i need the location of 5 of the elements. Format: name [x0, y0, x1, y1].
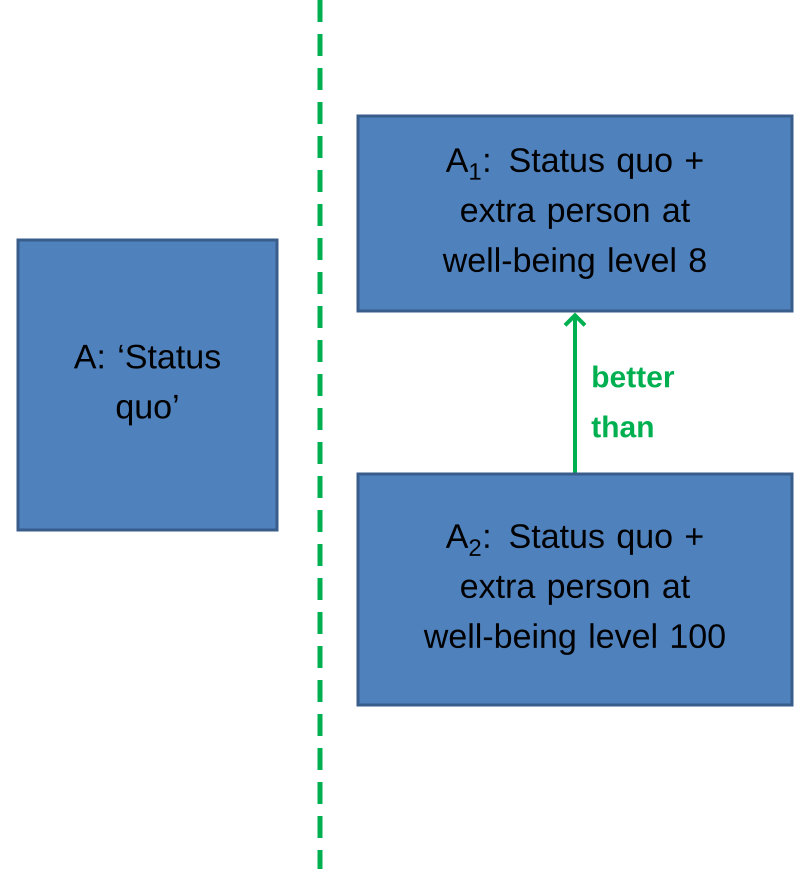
process-box: A: ‘Status quo’	[16, 238, 278, 532]
arrow	[564, 312, 586, 472]
process-box: A$_{2}$: Status quo + extra person at well-being level 100	[356, 472, 794, 706]
process-box: A$_{1}$: Status quo + extra person at well-being level 8	[356, 114, 794, 312]
edge-label: better than	[592, 365, 674, 438]
